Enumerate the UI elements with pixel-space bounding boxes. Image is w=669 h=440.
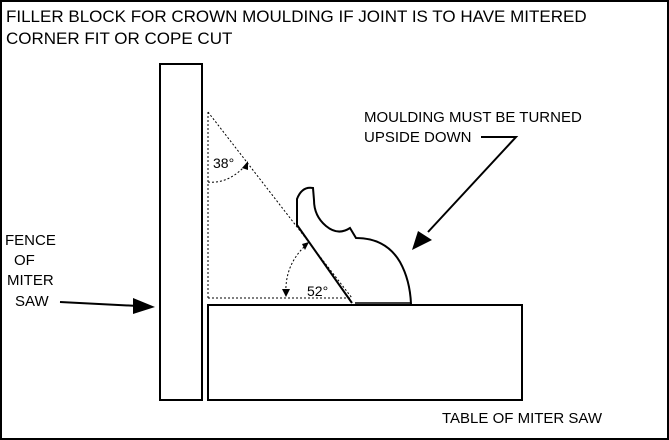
lower-angle-arc (285, 245, 306, 297)
fence-pointer-arrow (59, 298, 155, 314)
lower-arc-base-arrowhead (282, 289, 290, 297)
upper-arc-arrowhead (242, 161, 248, 170)
table-label: TABLE OF MITER SAW (442, 410, 603, 427)
moulding-note-line-1: MOULDING MUST BE TURNED (364, 109, 582, 126)
upper-angle-arc (207, 165, 246, 183)
moulding-leader-arrow (412, 136, 519, 250)
crown-moulding (296, 186, 412, 305)
fence-label-line-2: OF (14, 252, 35, 269)
fence-label-line-4: SAW (15, 293, 49, 310)
fence-board (159, 63, 203, 401)
lower-angle-label: 52° (307, 283, 328, 299)
upper-angle-label: 38° (213, 155, 234, 171)
filler-block (207, 111, 353, 299)
fence-label-line-3: MITER (7, 272, 54, 289)
diagram-title: FILLER BLOCK FOR CROWN MOULDING IF JOINT… (6, 6, 661, 50)
title-line-2: CORNER FIT OR COPE CUT (6, 29, 233, 48)
title-line-1: FILLER BLOCK FOR CROWN MOULDING IF JOINT… (6, 7, 587, 26)
moulding-note-line-2: UPSIDE DOWN (364, 129, 472, 146)
lower-arc-arrowhead (302, 242, 309, 250)
saw-table (207, 304, 523, 401)
fence-label-line-1: FENCE (5, 232, 56, 249)
